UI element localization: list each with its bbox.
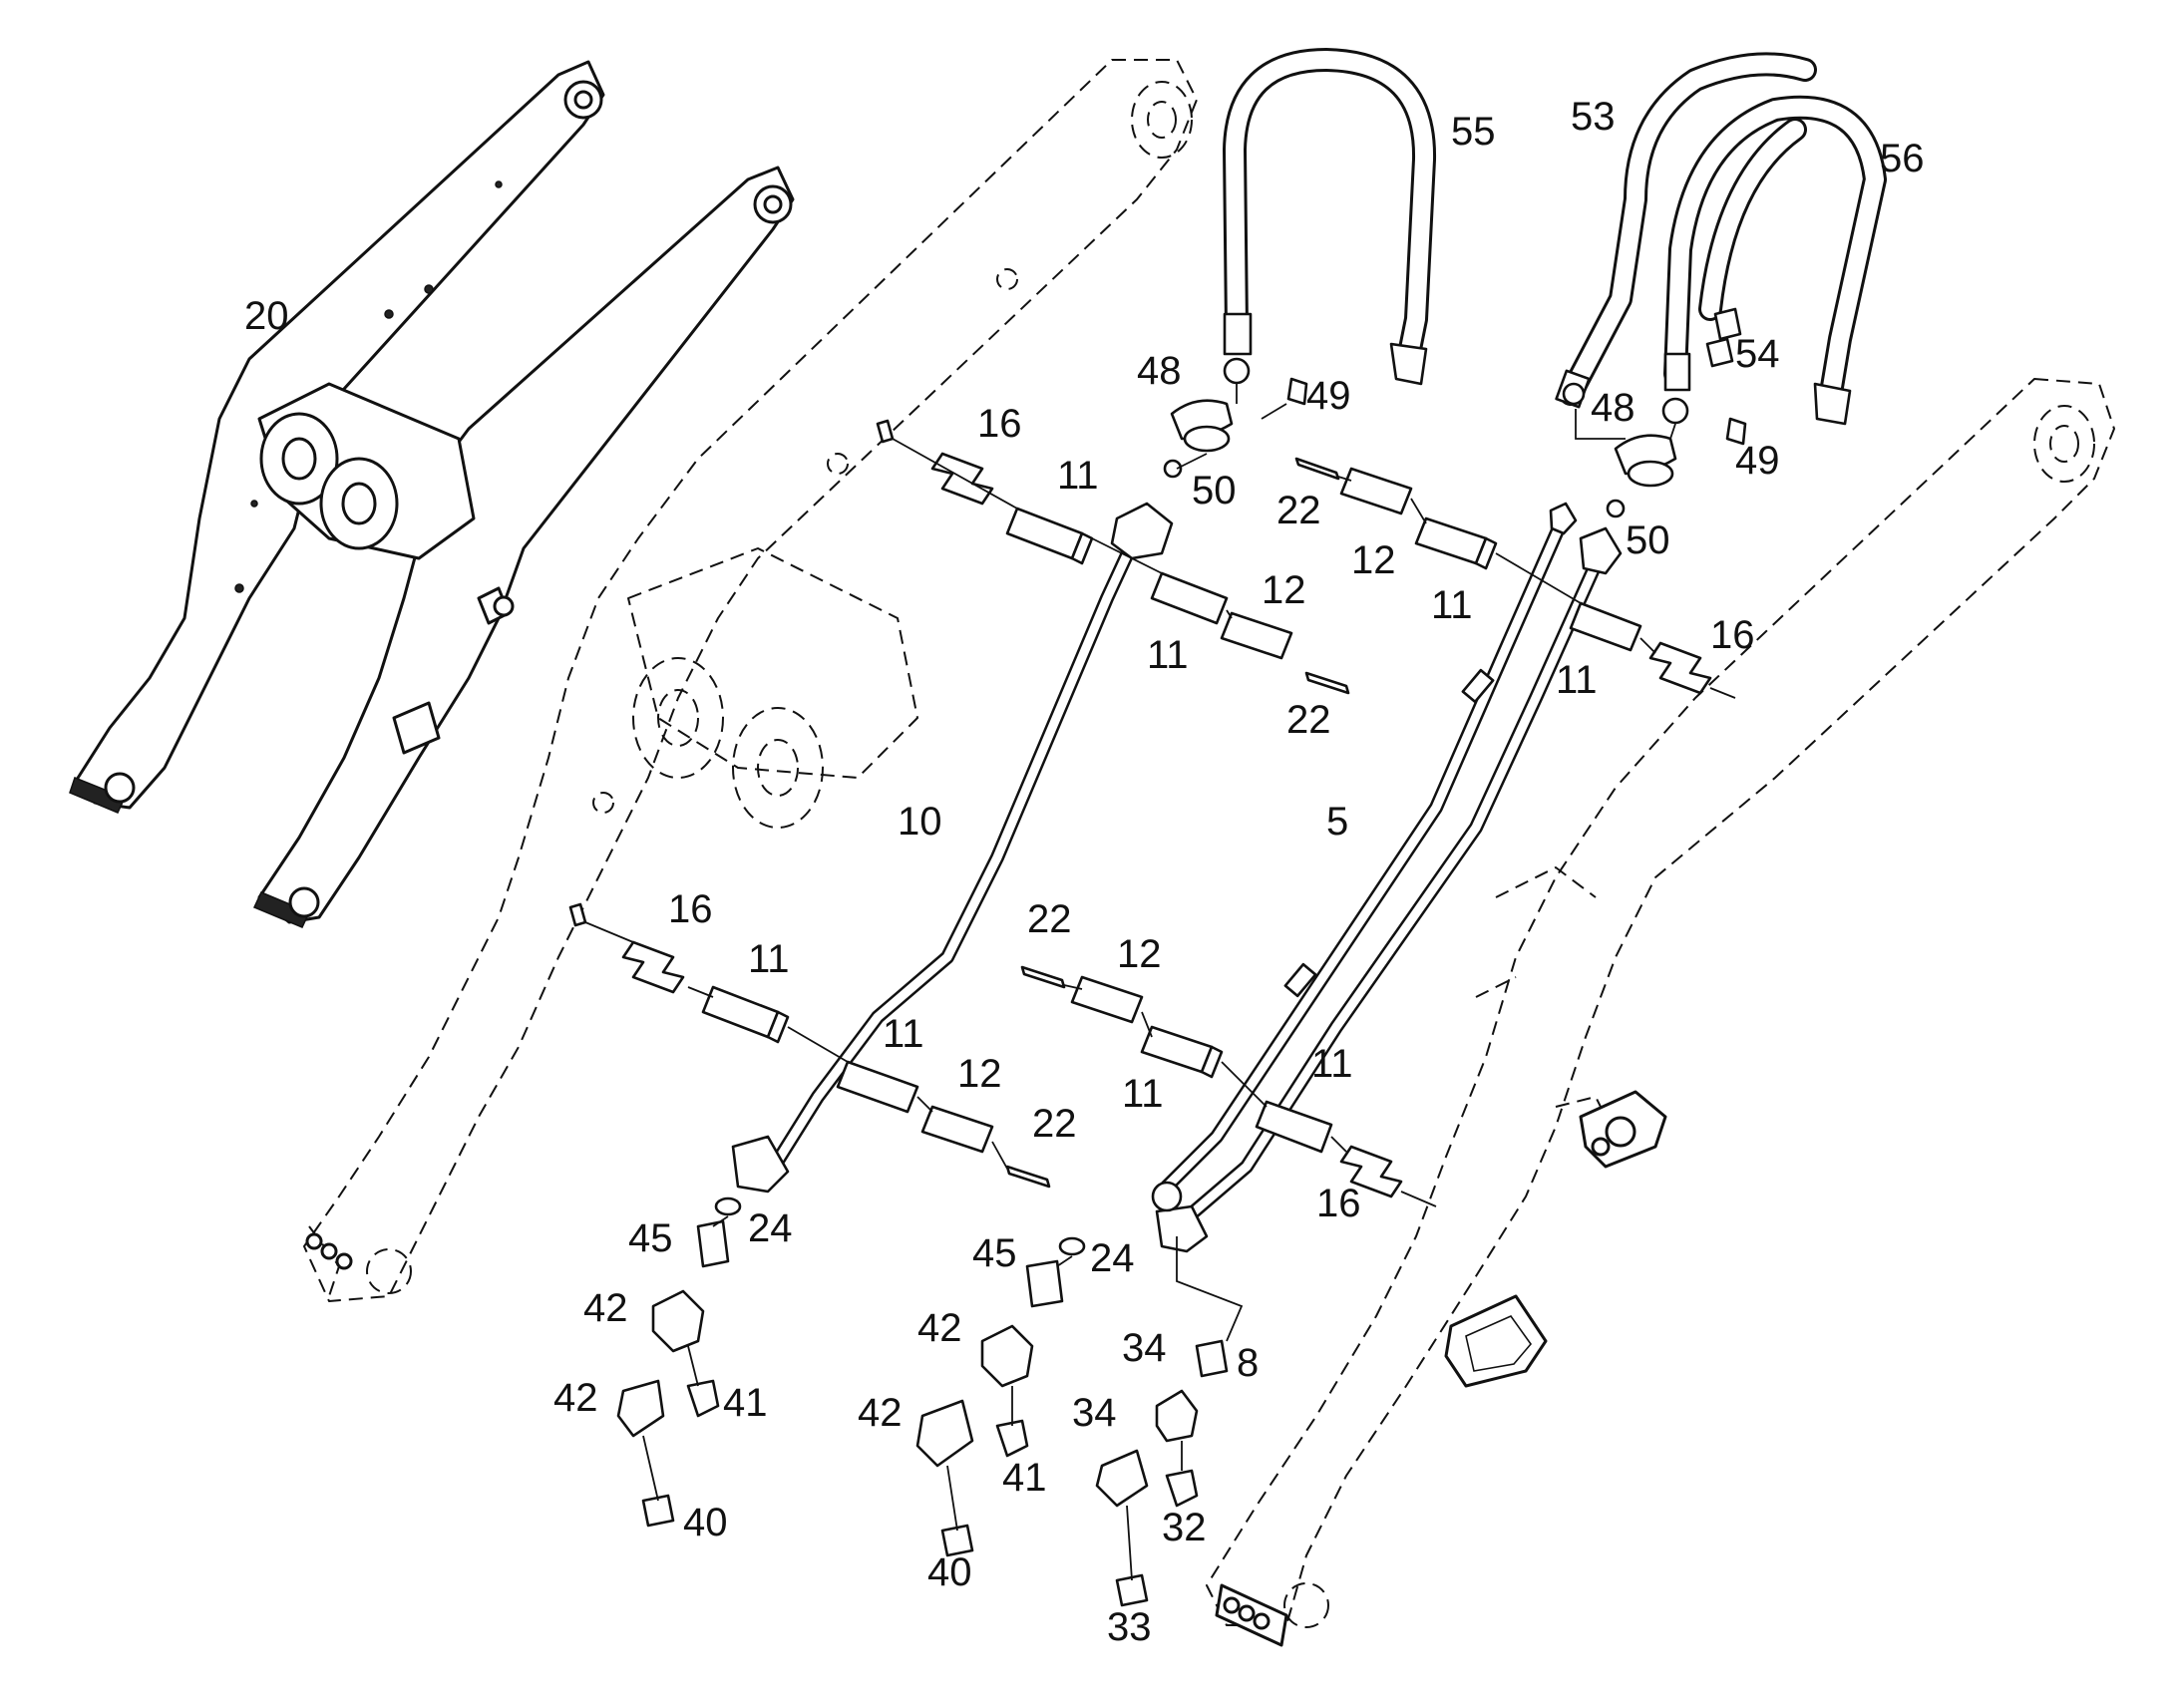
- label-16: 16: [668, 887, 713, 931]
- label-48: 48: [1591, 386, 1635, 430]
- label-42: 42: [858, 1391, 903, 1435]
- label-42: 42: [583, 1286, 628, 1330]
- pipe-10: [731, 502, 1174, 1194]
- label-11: 11: [883, 1012, 924, 1056]
- label-53: 53: [1571, 95, 1616, 139]
- label-50: 50: [1192, 469, 1237, 512]
- clamps: [568, 419, 1736, 1207]
- label-50: 50: [1626, 518, 1670, 562]
- lift-arm-assembly: [69, 60, 795, 928]
- label-11: 11: [1556, 658, 1598, 702]
- label-22: 22: [1286, 698, 1331, 742]
- label-20: 20: [244, 294, 289, 338]
- hose-55: [1223, 48, 1437, 386]
- fittings-top: [1163, 307, 1747, 518]
- label-48: 48: [1137, 349, 1182, 393]
- label-12: 12: [1351, 538, 1396, 582]
- pipe-5: [1151, 502, 1623, 1253]
- label-24: 24: [1090, 1236, 1135, 1280]
- label-8: 8: [1237, 1341, 1259, 1385]
- label-41: 41: [1002, 1456, 1047, 1500]
- lift-arm-phantom-left: [303, 59, 1198, 1302]
- label-40: 40: [927, 1550, 972, 1594]
- label-42: 42: [553, 1376, 598, 1420]
- label-33: 33: [1107, 1605, 1152, 1649]
- lift-arm-phantom-right: [1206, 378, 2115, 1647]
- hose-56: [1663, 95, 1887, 426]
- label-34: 34: [1072, 1391, 1117, 1435]
- label-22: 22: [1032, 1102, 1077, 1146]
- fittings-bottom: [616, 1196, 1244, 1607]
- label-45: 45: [972, 1231, 1017, 1275]
- label-11: 11: [748, 937, 790, 981]
- label-22: 22: [1027, 897, 1072, 941]
- label-16: 16: [1710, 613, 1755, 657]
- label-49: 49: [1735, 439, 1780, 483]
- label-12: 12: [1117, 932, 1162, 976]
- label-56: 56: [1880, 137, 1925, 180]
- label-24: 24: [748, 1206, 793, 1250]
- label-10: 10: [898, 800, 942, 844]
- label-11: 11: [1122, 1072, 1164, 1116]
- label-32: 32: [1162, 1506, 1207, 1549]
- label-11: 11: [1431, 583, 1473, 627]
- label-5: 5: [1326, 800, 1348, 844]
- label-54: 54: [1735, 332, 1780, 376]
- label-45: 45: [628, 1216, 673, 1260]
- label-11: 11: [1057, 454, 1099, 498]
- label-55: 55: [1451, 110, 1496, 154]
- label-41: 41: [723, 1381, 768, 1425]
- label-34: 34: [1122, 1326, 1167, 1370]
- label-11: 11: [1311, 1042, 1353, 1086]
- label-42: 42: [917, 1306, 962, 1350]
- label-40: 40: [683, 1501, 728, 1544]
- label-12: 12: [1262, 568, 1306, 612]
- label-16: 16: [1316, 1182, 1361, 1225]
- label-11: 11: [1147, 633, 1189, 677]
- label-49: 49: [1306, 374, 1351, 418]
- label-22: 22: [1276, 489, 1321, 532]
- callout-labels: 20 55 53 56 48 49 48 54 49 16 11 50 22 1…: [244, 95, 1925, 1649]
- label-16: 16: [977, 402, 1022, 446]
- label-12: 12: [957, 1052, 1002, 1096]
